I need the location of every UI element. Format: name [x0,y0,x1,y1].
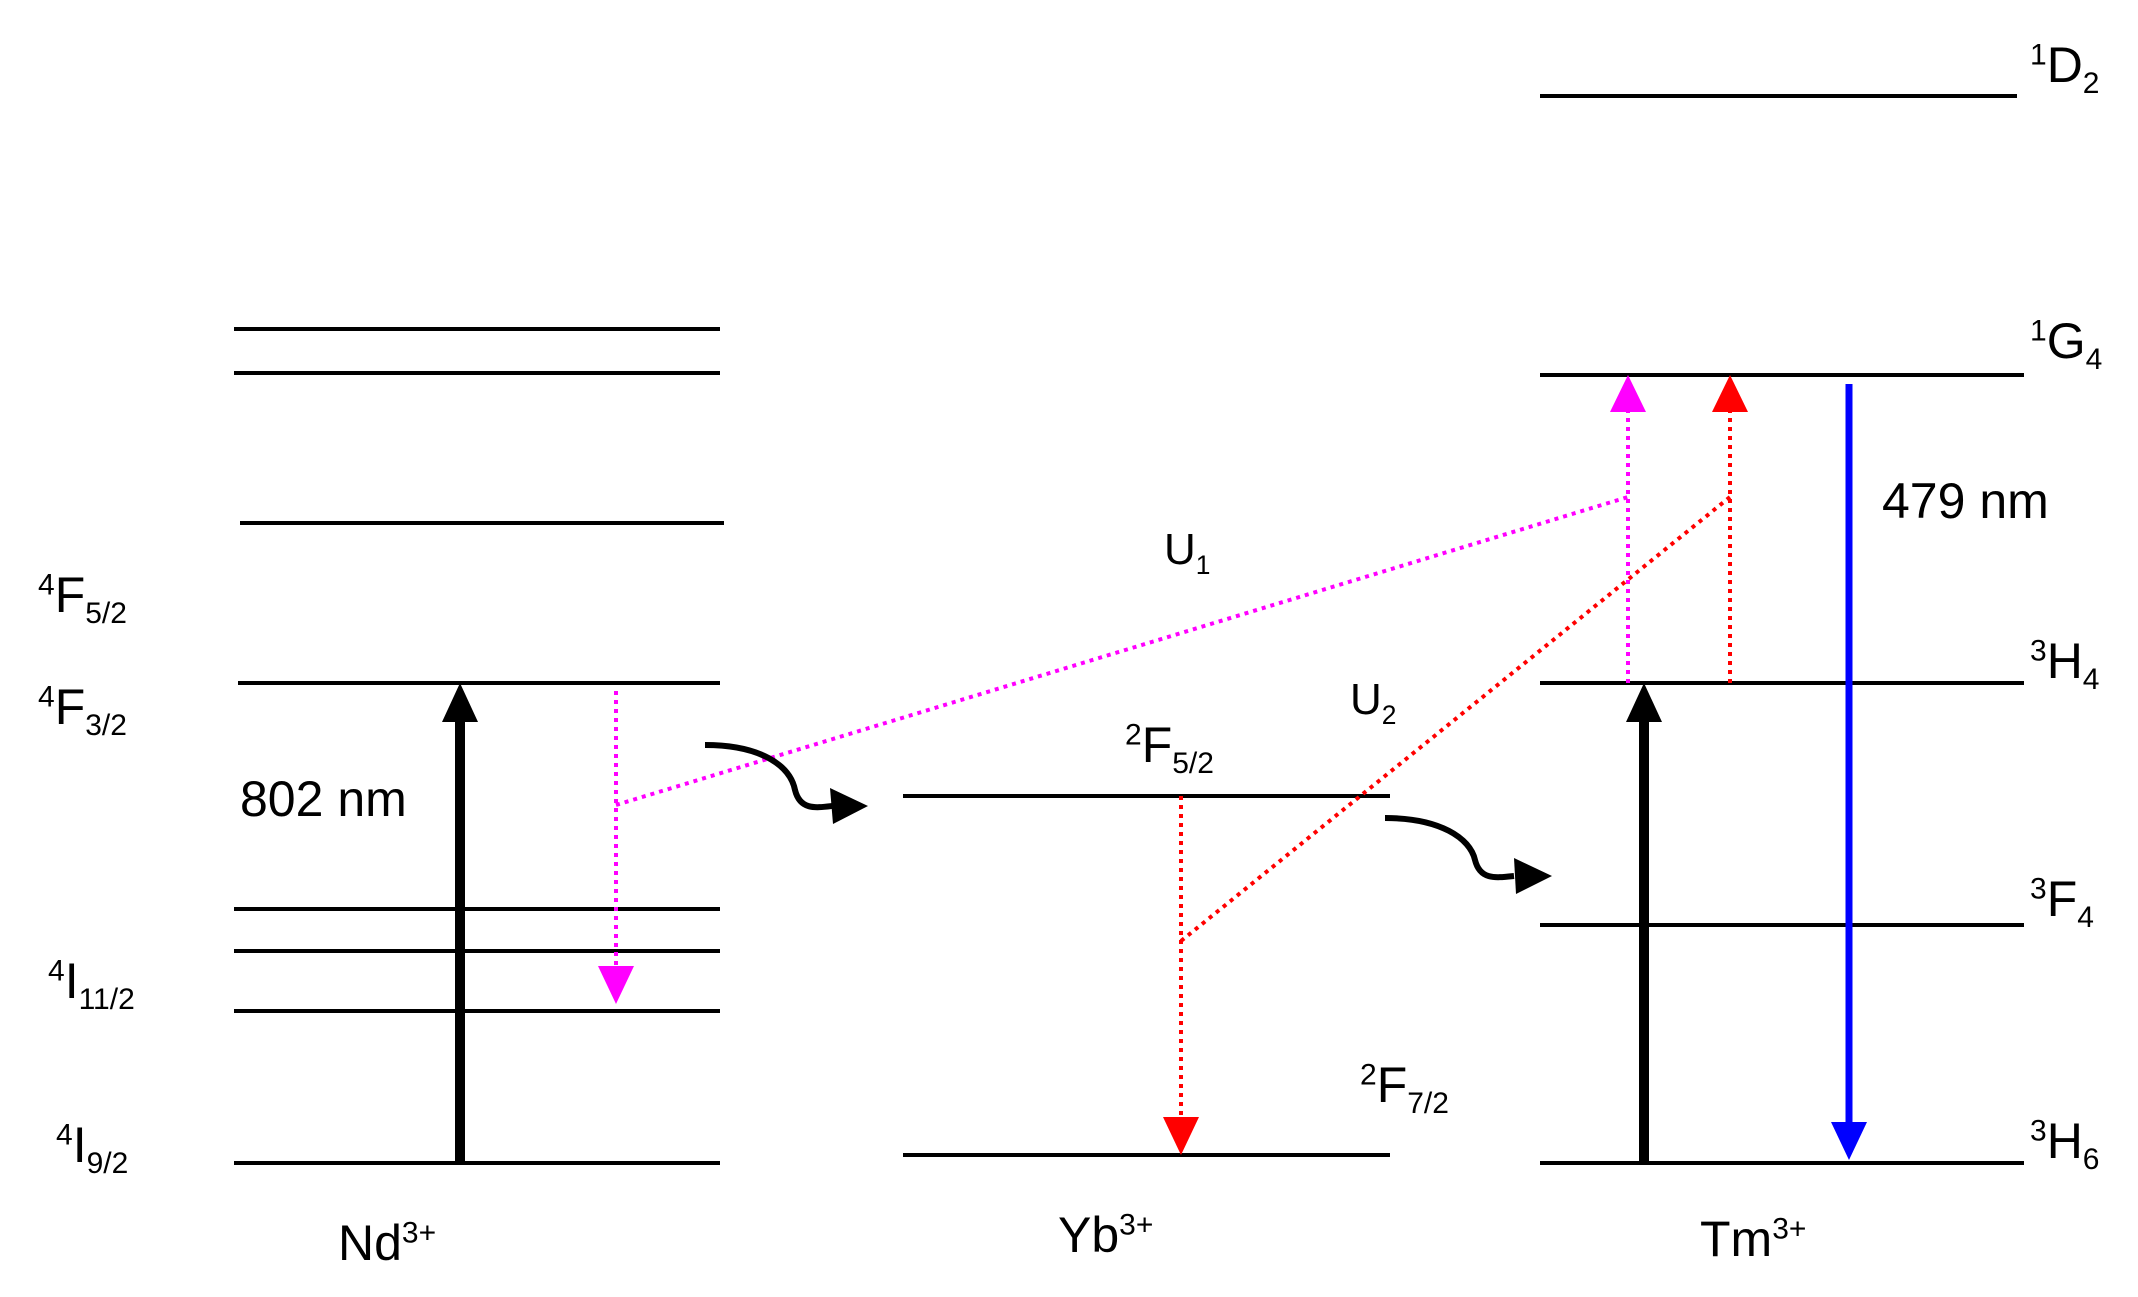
label-tm-3f4: 3F4 [2030,871,2094,934]
excitation-wavelength-label: 802 nm [240,771,407,827]
label-u1: U1 [1164,525,1211,580]
tm-emission-arrowhead [1831,1122,1867,1160]
label-yb-2f52: 2F5/2 [1125,717,1214,780]
yb-relaxation-arrowhead [1163,1117,1199,1155]
tm-u2-arrowhead [1712,375,1748,412]
ion-label-nd: Nd3+ [338,1215,437,1271]
tm-u1-arrowhead [1610,375,1646,412]
u2-transfer-line [1179,495,1732,943]
label-nd-4f52: 4F5/2 [38,567,127,630]
label-nd-4i92: 4I9/2 [56,1117,129,1180]
label-tm-1d2: 1D2 [2030,37,2100,100]
yb-to-tm-transfer-arrowhead [1514,858,1552,894]
ion-label-yb: Yb3+ [1058,1207,1154,1263]
label-u2: U2 [1350,675,1397,730]
yb-to-tm-transfer-arrow [1384,815,1515,881]
label-nd-4f32: 4F3/2 [38,679,127,742]
ion-label-tm: Tm3+ [1700,1211,1807,1267]
emission-wavelength-label: 479 nm [1882,473,2049,529]
nd-to-yb-transfer-arrow [704,742,833,811]
nd-pump-arrowhead [442,683,478,722]
label-tm-1g4: 1G4 [2030,313,2103,376]
tm-pump-arrowhead [1626,683,1662,722]
nd-to-yb-transfer-arrowhead [830,788,868,824]
label-nd-4i112: 4I11/2 [48,953,135,1016]
label-tm-3h6: 3H6 [2030,1113,2100,1176]
label-tm-3h4: 3H4 [2030,633,2100,696]
nd-relaxation-arrowhead [598,966,634,1004]
label-yb-2f72: 2F7/2 [1360,1057,1449,1120]
